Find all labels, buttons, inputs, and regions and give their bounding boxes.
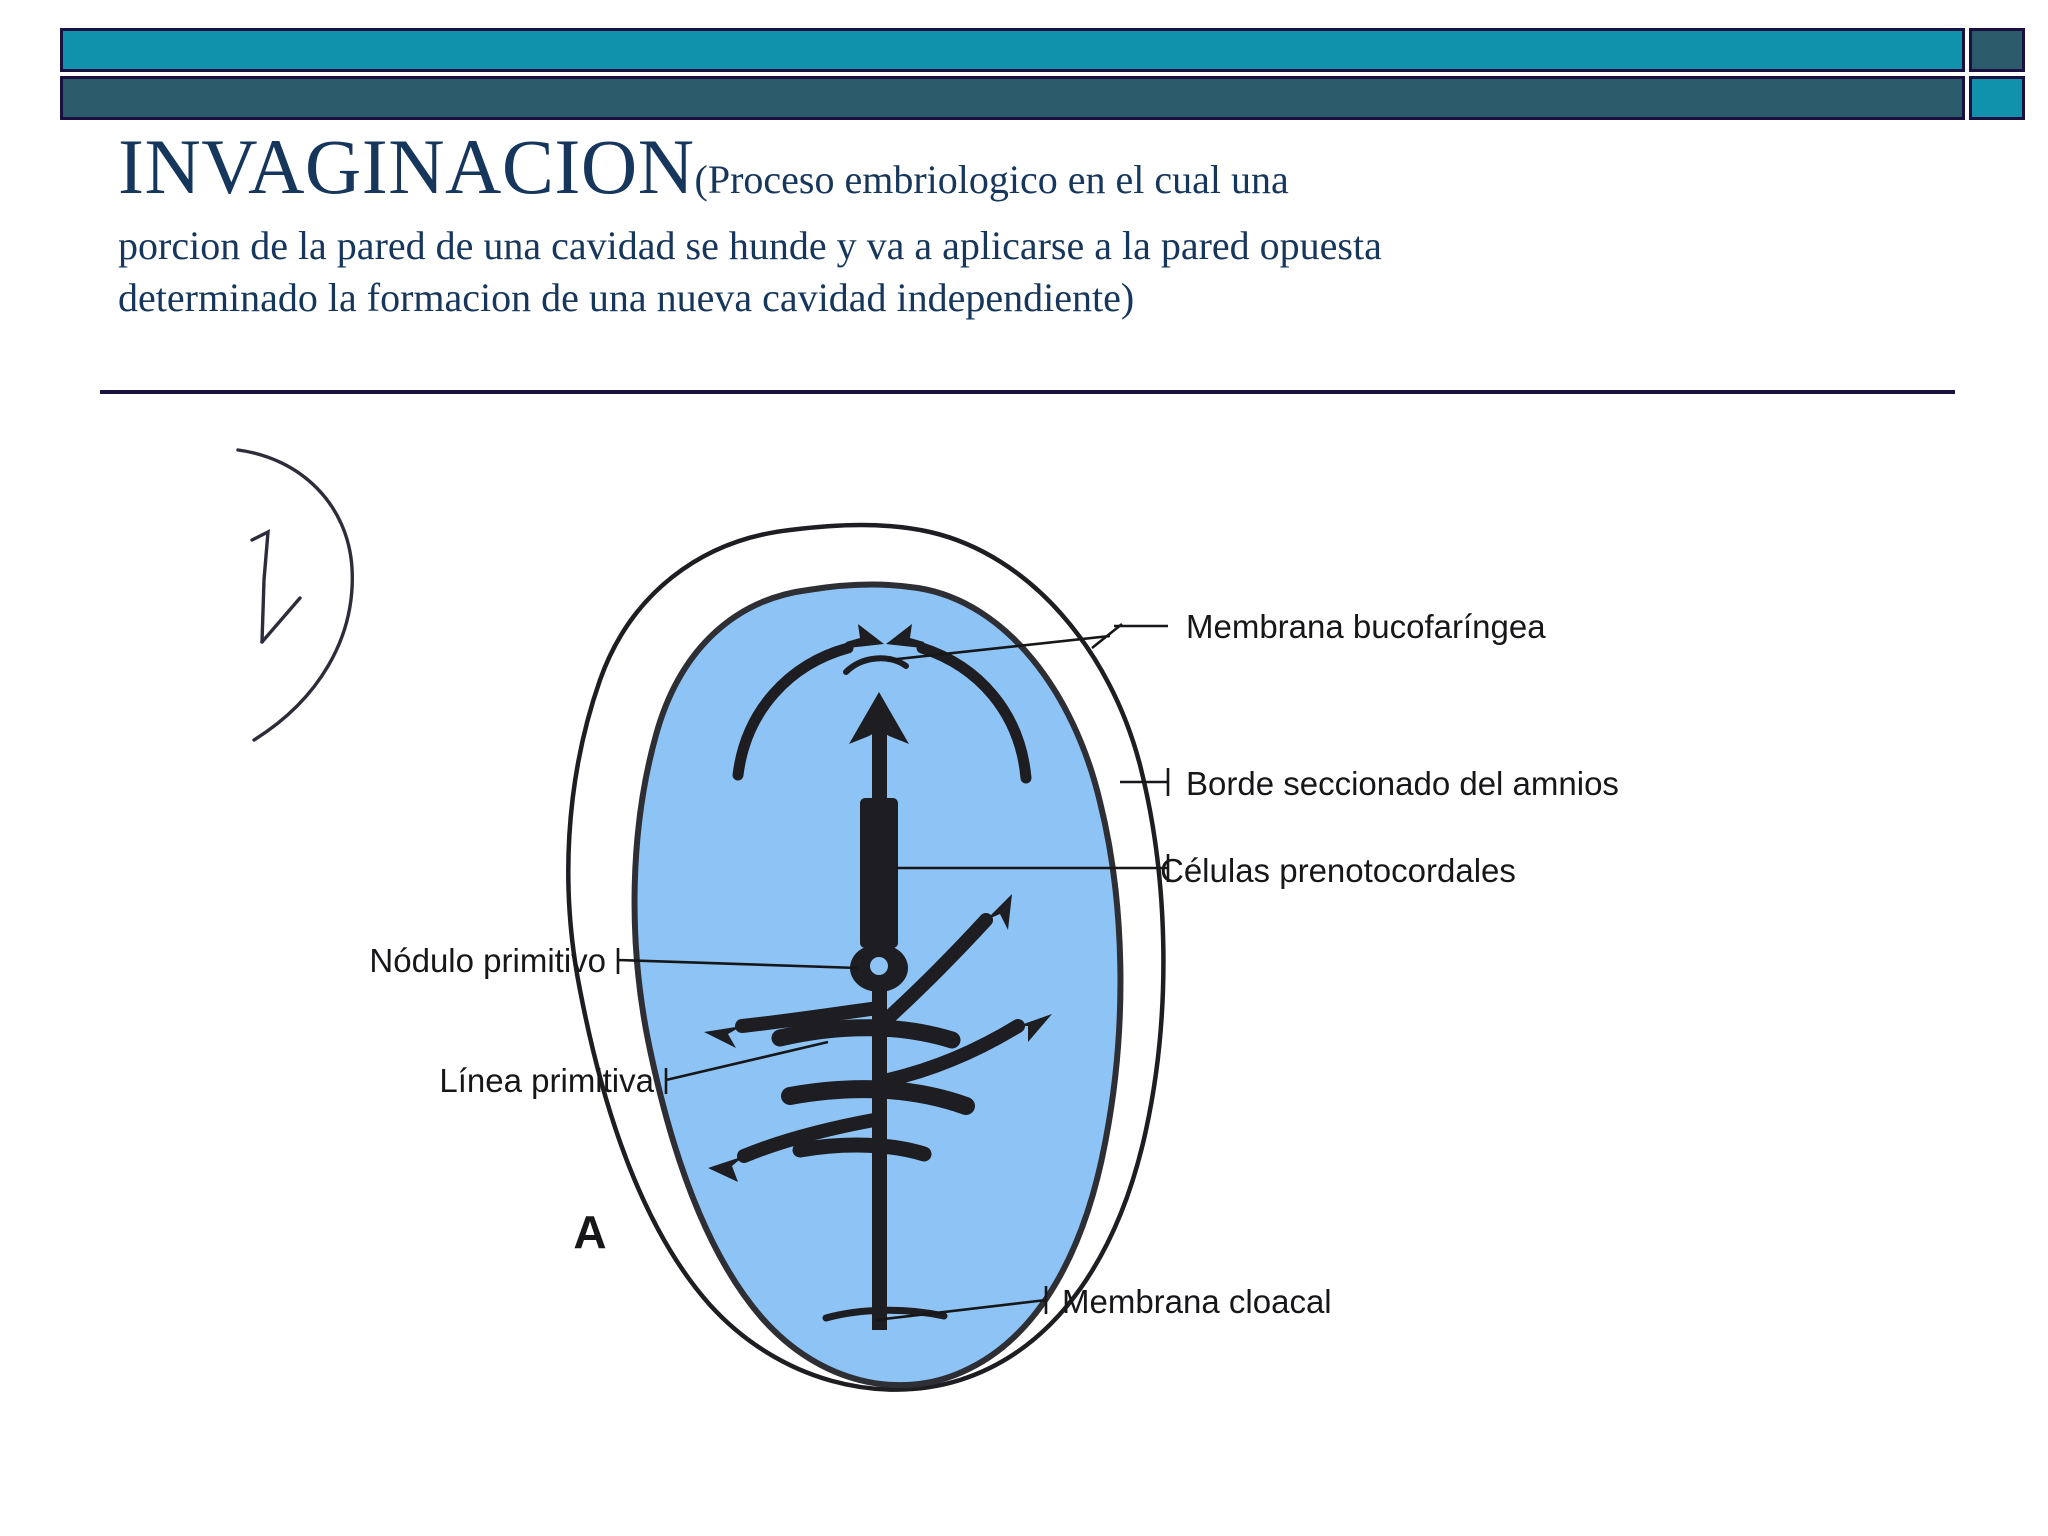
primitive-pit [870, 957, 888, 975]
migration-arrow-left [732, 642, 854, 781]
header-bar-top-row [60, 28, 2025, 72]
title-block: INVAGINACION(Proceso embriologico en el … [118, 128, 1958, 324]
streak-arrow-upper-left-head [704, 1026, 742, 1048]
embryonic-disc-diagram: Membrana bucofaríngea Borde seccionado d… [236, 448, 1619, 1392]
header-cap-top [1969, 28, 2025, 72]
label-linea-primitiva: Línea primitiva [439, 1062, 654, 1099]
header-bar-top [60, 28, 1965, 72]
header-bar-bottom-row [60, 76, 2025, 120]
title-description-line-2: porcion de la pared de una cavidad se hu… [118, 223, 1382, 268]
primitive-streak-bar-1 [771, 1019, 961, 1049]
title-parenthetical-start: (Proceso embriologico en el cual una [694, 157, 1289, 202]
migration-arrows-group [732, 624, 1032, 784]
leader-celulas-prenotocordales [896, 854, 1170, 882]
prenotochordal-cells-block [860, 798, 898, 948]
streak-arrow-mid-right [881, 1019, 1025, 1087]
header-cap-bottom [1969, 76, 2025, 120]
primitive-streak-bar-2 [781, 1080, 975, 1115]
title-line-1: INVAGINACION(Proceso embriologico en el … [118, 128, 1958, 206]
streak-arrow-lower-left [737, 1113, 881, 1163]
streak-arrow-upper-right-head [986, 894, 1012, 930]
figure-area: Membrana bucofaríngea Borde seccionado d… [0, 420, 2048, 1500]
notochord-arrowhead [849, 692, 909, 744]
primitive-streak-bar-3 [792, 1137, 932, 1162]
bucopharyngeal-membrane-mark [843, 655, 909, 675]
leader-linea-primitiva [664, 1040, 829, 1094]
title-divider-rule [100, 390, 1955, 394]
migration-arrow-right-head [886, 624, 924, 648]
title-description-line-3: determinado la formacion de una nueva ca… [118, 275, 1135, 320]
header-bar-bottom [60, 76, 1965, 120]
label-membrana-bucofaringea: Membrana bucofaríngea [1186, 608, 1546, 645]
streak-arrow-mid-right-head [1018, 1014, 1052, 1042]
streak-arrow-upper-right [879, 913, 993, 1027]
label-celulas-prenotocordales: Células prenotocordales [1160, 852, 1516, 889]
leader-nodulo-primitivo [616, 948, 859, 974]
label-membrana-cloacal: Membrana cloacal [1062, 1283, 1332, 1320]
migration-arrow-left-head [846, 624, 884, 648]
migration-arrow-right [916, 642, 1032, 784]
header-banner [60, 28, 2025, 120]
hand-annotation-mark [236, 448, 354, 742]
streak-arrow-upper-left [735, 1001, 885, 1033]
streak-lateral-arrows [704, 894, 1052, 1182]
leader-membrana-cloacal [875, 1286, 1048, 1322]
leader-borde-seccionado [1120, 768, 1170, 796]
leader-membrana-bucofaringea [887, 622, 1123, 662]
label-nodulo-primitivo: Nódulo primitivo [369, 942, 606, 979]
label-borde-seccionado-del-amnios: Borde seccionado del amnios [1186, 765, 1619, 802]
page-title: INVAGINACION [118, 123, 695, 210]
streak-arrow-lower-left-head [708, 1156, 744, 1182]
panel-label-a: A [573, 1206, 606, 1258]
